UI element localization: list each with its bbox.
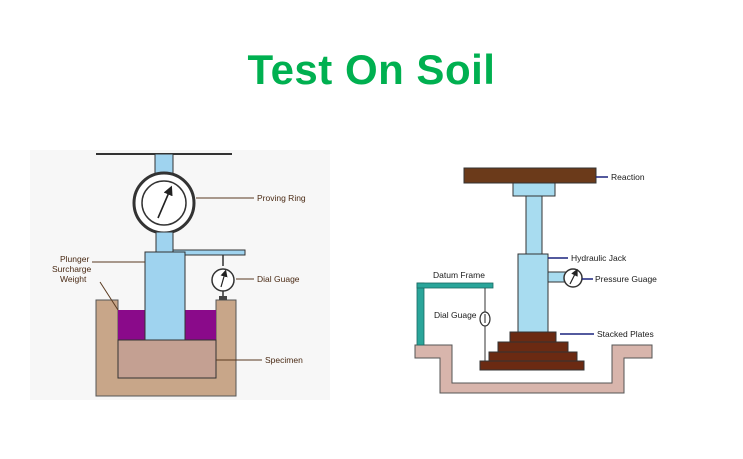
plate-1 bbox=[509, 331, 557, 343]
label-pressure-guage: Pressure Guage bbox=[595, 274, 657, 284]
plate-load-test-diagram: Reaction Hydraulic Jack Pressure Guage D… bbox=[414, 167, 657, 394]
label-dial-guage-right: Dial Guage bbox=[434, 310, 477, 320]
upper-shaft bbox=[154, 153, 174, 175]
plate-2 bbox=[497, 341, 569, 353]
specimen bbox=[117, 339, 217, 379]
label-surcharge-line1: Surcharge bbox=[52, 264, 91, 274]
jack-head bbox=[512, 182, 556, 197]
datum-frame bbox=[416, 282, 494, 346]
plate-3 bbox=[488, 351, 578, 362]
plate-4 bbox=[479, 360, 585, 371]
label-stacked-plates: Stacked Plates bbox=[597, 329, 654, 339]
plunger bbox=[144, 251, 186, 341]
right-dial-gauge bbox=[479, 311, 491, 361]
label-surcharge-line2: Weight bbox=[60, 274, 87, 284]
dial-needle-icon bbox=[220, 269, 228, 288]
label-proving-ring: Proving Ring bbox=[257, 193, 306, 203]
leader-surcharge bbox=[99, 281, 119, 311]
label-datum-frame: Datum Frame bbox=[433, 270, 485, 280]
label-plunger: Plunger bbox=[60, 254, 89, 264]
hydraulic-jack-cylinder bbox=[517, 253, 549, 333]
pressure-gauge-connector bbox=[547, 271, 567, 283]
label-specimen: Specimen bbox=[265, 355, 303, 365]
ground-pit bbox=[414, 344, 653, 394]
lower-shaft bbox=[155, 231, 174, 253]
page-title: Test On Soil bbox=[247, 46, 496, 93]
pressure-needle-icon bbox=[569, 268, 578, 285]
left-dial-gauge bbox=[211, 255, 235, 300]
reaction-beam bbox=[463, 167, 597, 184]
proving-ring-needle-icon bbox=[157, 185, 173, 219]
label-reaction: Reaction bbox=[611, 172, 645, 182]
jack-shaft bbox=[525, 195, 543, 255]
pressure-gauge bbox=[563, 268, 583, 288]
cbr-test-diagram: Proving Ring Plunger Surcharge Weight Di… bbox=[30, 150, 330, 400]
label-dial-guage: Dial Guage bbox=[257, 274, 300, 284]
label-hydraulic-jack: Hydraulic Jack bbox=[571, 253, 627, 263]
proving-ring bbox=[132, 171, 196, 235]
